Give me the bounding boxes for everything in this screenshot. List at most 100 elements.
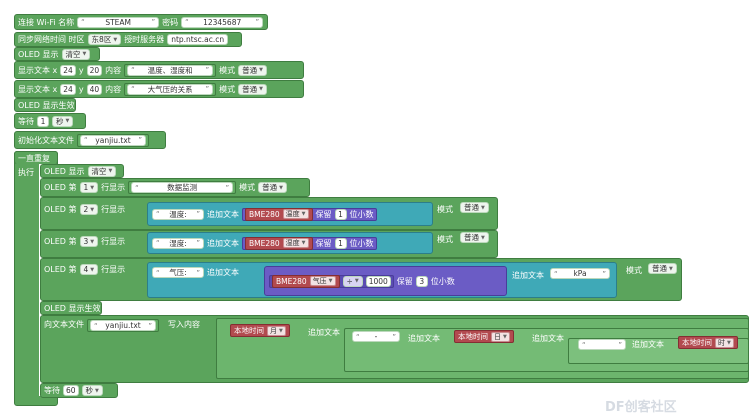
ntp-sync-block[interactable]: 同步网络时间 时区 东8区▼ 授时服务器 ntp.ntsc.ac.cn <box>14 32 242 47</box>
line4-text-input[interactable]: “气压:” <box>152 267 204 278</box>
line2-mode-dropdown[interactable]: 普通▼ <box>460 202 489 213</box>
local-time-block-2[interactable]: 本地时间日▼ <box>454 330 514 343</box>
line4-row-label: 行显示 <box>101 265 126 274</box>
oled-clear-block-loop[interactable]: OLED 显示 清空▼ <box>40 164 124 178</box>
wait1-unit-dropdown[interactable]: 秒▼ <box>52 115 74 127</box>
month-dropdown[interactable]: 月▼ <box>267 325 286 336</box>
text2-x-input[interactable]: 24 <box>60 83 76 95</box>
line3-number-value: 3 <box>83 237 89 246</box>
chevron-down-icon: ▼ <box>65 118 70 124</box>
oled-show-block[interactable]: OLED 显示生效 <box>14 98 76 112</box>
day-dropdown[interactable]: 日▼ <box>491 331 510 342</box>
line2-text-input[interactable]: “温度:” <box>152 208 204 220</box>
line4-unit-value: kPa <box>573 269 587 278</box>
oled-clear-dropdown[interactable]: 清空▼ <box>61 48 91 60</box>
line3-keep-input[interactable]: 1 <box>334 237 347 249</box>
wait-block-2[interactable]: 等待 60 秒▼ <box>40 383 118 398</box>
oled-clear2-dropdown[interactable]: 清空▼ <box>87 165 117 177</box>
line3-text-input[interactable]: “湿度:” <box>152 237 204 249</box>
text1-mode-dropdown[interactable]: 普通▼ <box>238 64 267 76</box>
text2-content-input[interactable]: “大气压的关系” <box>127 83 214 95</box>
chevron-down-icon: ▼ <box>90 184 95 191</box>
wait2-unit-dropdown[interactable]: 秒▼ <box>81 385 103 396</box>
display-text-block-2[interactable]: 显示文本 x 24 y 40 内容 “大气压的关系” 模式 普通▼ <box>14 80 304 98</box>
text1-y-input[interactable]: 20 <box>86 64 103 76</box>
init-file-slot: “yanjiu.txt” <box>77 133 149 147</box>
wifi-ssid-text: STEAM <box>105 17 132 27</box>
line4-operator-value: ÷ <box>346 276 353 286</box>
timezone-dropdown[interactable]: 东8区▼ <box>87 34 122 45</box>
init-file-input[interactable]: “yanjiu.txt” <box>80 134 146 146</box>
text1-y-label: y <box>78 65 84 75</box>
line4-operator-dropdown[interactable]: ÷▼ <box>342 275 363 287</box>
line4-keep-input[interactable]: 3 <box>415 275 428 287</box>
separator-input-1[interactable]: “-” <box>352 331 400 342</box>
wifi-connect-block[interactable]: 连接 Wi-Fi 名称 “STEAM” 密码 “12345687” <box>14 14 268 30</box>
text1-content-input[interactable]: “温度、湿度和” <box>127 64 214 76</box>
oled-show-block-loop[interactable]: OLED 显示生效 <box>40 301 102 315</box>
local-time-block-1[interactable]: 本地时间月▼ <box>230 324 290 337</box>
line2-row-label: 行显示 <box>101 205 126 214</box>
text2-y-input[interactable]: 40 <box>86 83 103 95</box>
text1-x-input[interactable]: 24 <box>60 64 76 76</box>
line3-sensor-dropdown[interactable]: 湿度▼ <box>282 238 309 248</box>
init-text-file-block[interactable]: 初始化文本文件 “yanjiu.txt” <box>14 131 166 149</box>
wait2-value-input[interactable]: 60 <box>63 385 79 396</box>
line2-sensor-name: BME280 <box>249 209 280 219</box>
line3-number-dropdown[interactable]: 3▼ <box>79 236 99 247</box>
chevron-down-icon: ▼ <box>108 168 113 174</box>
chevron-down-icon: ▼ <box>481 234 485 241</box>
init-file-text: yanjiu.txt <box>95 135 131 145</box>
line3-digits-label: 位小数 <box>349 238 374 248</box>
oled-show-label: OLED 显示生效 <box>18 100 75 110</box>
oled-clear-block[interactable]: OLED 显示 清空▼ <box>14 47 100 61</box>
line1-mode-dropdown[interactable]: 普通▼ <box>258 182 288 193</box>
line2-keep-input[interactable]: 1 <box>334 208 347 220</box>
hour-dropdown[interactable]: 时▼ <box>715 337 734 348</box>
line4-sensor-dropdown[interactable]: 气压▼ <box>309 276 336 286</box>
line2-number-dropdown[interactable]: 2▼ <box>79 204 99 215</box>
separator-input-2[interactable]: “” <box>578 339 626 350</box>
line3-text-value: 湿度: <box>169 238 187 248</box>
ntp-server-input[interactable]: ntp.ntsc.ac.cn <box>167 34 229 45</box>
line4-number-value: 4 <box>83 265 89 274</box>
display-text-block-1[interactable]: 显示文本 x 24 y 20 内容 “温度、湿度和” 模式 普通▼ <box>14 61 304 79</box>
line4-mode-dropdown[interactable]: 普通▼ <box>648 263 677 274</box>
line2-mode-label: 模式 <box>437 205 453 214</box>
wifi-ssid-input[interactable]: “STEAM” <box>77 16 160 28</box>
text1-content-label: 内容 <box>105 65 122 75</box>
forever-loop-header <box>14 151 58 164</box>
line4-divisor-input[interactable]: 1000 <box>365 275 391 287</box>
line1-text-input[interactable]: “数据监测” <box>131 182 234 193</box>
write-file-input[interactable]: “yanjiu.txt” <box>90 320 156 331</box>
wait1-value-input[interactable]: 1 <box>37 115 49 127</box>
line1-row-label: 行显示 <box>101 183 126 192</box>
line1-mode-label: 模式 <box>239 183 256 192</box>
line4-number-dropdown[interactable]: 4▼ <box>79 264 99 275</box>
line1-number-dropdown[interactable]: 1▼ <box>79 182 99 193</box>
wait-block-1[interactable]: 等待 1 秒▼ <box>14 113 86 129</box>
oled-line-block-1[interactable]: OLED 第 1▼ 行显示 “数据监测” 模式 普通▼ <box>40 178 310 197</box>
day-value: 日 <box>494 332 501 341</box>
text2-mode-value: 普通 <box>242 84 258 94</box>
chevron-down-icon: ▼ <box>727 339 731 346</box>
line4-unit-input[interactable]: “kPa” <box>550 268 610 279</box>
chevron-down-icon: ▼ <box>279 184 284 191</box>
line4-mode-value: 普通 <box>652 264 667 273</box>
text2-mode-dropdown[interactable]: 普通▼ <box>238 83 267 95</box>
chevron-down-icon: ▼ <box>481 204 485 211</box>
wifi-pwd-input[interactable]: “12345687” <box>181 16 264 28</box>
line2-sensor-dropdown[interactable]: 温度▼ <box>282 209 309 219</box>
line3-mode-dropdown[interactable]: 普通▼ <box>460 232 489 243</box>
local-time-block-3[interactable]: 本地时间时▼ <box>678 336 738 349</box>
